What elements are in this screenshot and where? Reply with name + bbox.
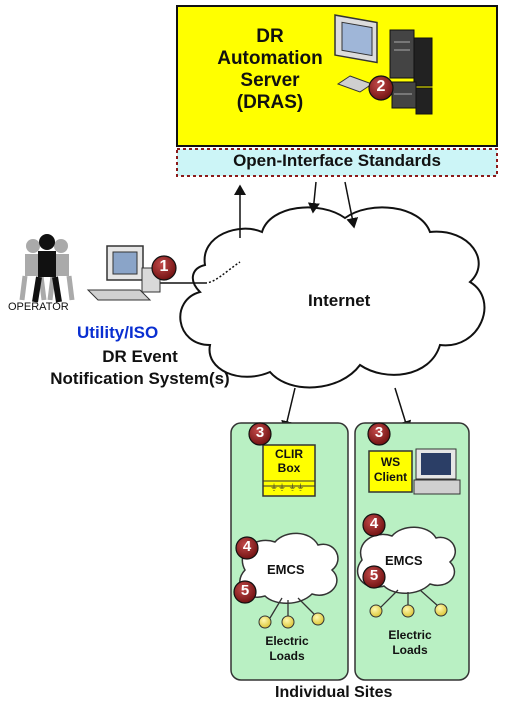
standards-bar — [176, 148, 498, 177]
site-right-emcs-label: EMCS — [385, 553, 423, 568]
standards-label: Open-Interface Standards — [233, 151, 441, 170]
svg-text:⏚⏚ ⏚⏚: ⏚⏚ ⏚⏚ — [270, 483, 305, 492]
dras-title: DR Automation Server (DRAS) — [217, 26, 323, 113]
clir-box-label: CLIR Box — [275, 447, 303, 475]
ws-client-label: WS Client — [373, 455, 408, 484]
utility-iso-label: Utility/ISO — [77, 323, 159, 342]
individual-sites-label: Individual Sites — [275, 684, 393, 701]
site-right-badge-4: 4 — [369, 515, 379, 532]
emcs-cloud-left — [239, 532, 339, 604]
load-icons-right — [369, 603, 448, 618]
ws-client-computer-icon — [413, 448, 461, 495]
site-right-loads-label: Electric Loads — [388, 628, 432, 657]
number-badges — [151, 75, 394, 604]
dras-badge-number: 2 — [376, 78, 386, 95]
ws-client-box — [368, 450, 413, 493]
site-left-emcs-label: EMCS — [267, 562, 305, 577]
site-left-badge-3: 3 — [255, 424, 265, 441]
site-left-loads-label: Electric Loads — [265, 634, 309, 663]
internet-label: Internet — [308, 291, 371, 310]
internet-cloud — [179, 206, 486, 389]
notification-system-label: DR Event Notification System(s) — [50, 347, 230, 388]
site-left-badge-5: 5 — [240, 582, 250, 599]
operator-badge-number: 1 — [159, 258, 169, 275]
operator-label: OPERATOR — [8, 301, 69, 313]
load-icons-left — [258, 612, 325, 629]
clir-box — [262, 444, 316, 497]
site-right-badge-3: 3 — [374, 424, 384, 441]
site-right-badge-5: 5 — [369, 567, 379, 584]
site-left-badge-4: 4 — [242, 538, 252, 555]
operator-computer-icon — [86, 245, 161, 301]
server-icon — [334, 14, 433, 115]
operator-people-icon — [19, 234, 75, 303]
